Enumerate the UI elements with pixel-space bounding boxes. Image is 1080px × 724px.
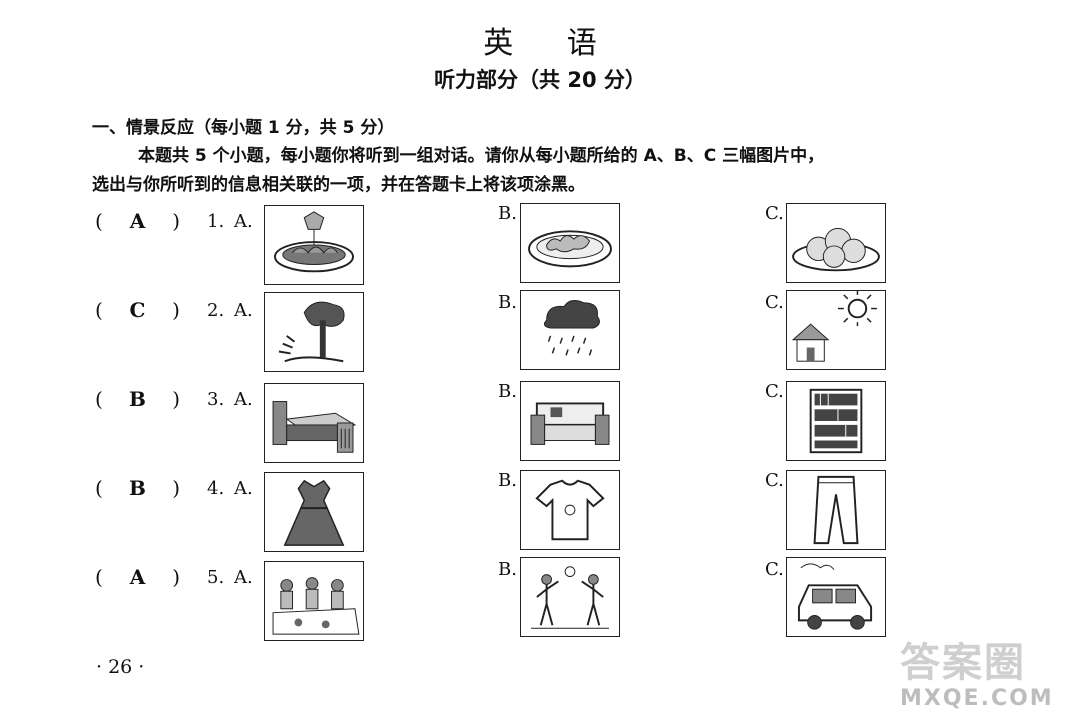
question-number: 5. bbox=[207, 567, 225, 588]
playing-ball-icon[interactable] bbox=[520, 557, 620, 637]
question-number: 3. bbox=[207, 389, 225, 410]
tshirt-icon[interactable] bbox=[520, 470, 620, 550]
question-row-3: ( B ) 3. A. B. C. bbox=[0, 381, 1080, 471]
answer-letter: A bbox=[129, 565, 146, 589]
answer-slot[interactable]: ( A ) bbox=[95, 209, 180, 233]
option-b-label: B. bbox=[498, 470, 517, 491]
section-heading: 一、情景反应（每小题 1 分，共 5 分） bbox=[92, 118, 395, 138]
option-a-label: A. bbox=[234, 300, 253, 321]
chicken-plate-icon[interactable] bbox=[520, 203, 620, 283]
option-c-label: C. bbox=[765, 559, 784, 580]
question-row-5: ( A ) 5. A. B. C. bbox=[0, 557, 1080, 649]
question-row-4: ( B ) 4. A. B. C. bbox=[0, 470, 1080, 560]
buns-plate-icon[interactable] bbox=[786, 203, 886, 283]
option-a-label: A. bbox=[234, 478, 253, 499]
question-row-1: ( A ) 1. A. B. C. bbox=[0, 203, 1080, 293]
answer-slot[interactable]: ( A ) bbox=[95, 565, 180, 589]
page-number: · 26 · bbox=[96, 656, 145, 678]
answer-letter: A bbox=[129, 209, 146, 233]
sofa-icon[interactable] bbox=[520, 381, 620, 461]
bed-icon[interactable] bbox=[264, 383, 364, 463]
rain-cloud-icon[interactable] bbox=[520, 290, 620, 370]
sunny-house-icon[interactable] bbox=[786, 290, 886, 370]
page-subtitle: 听力部分（共 20 分） bbox=[434, 68, 646, 92]
option-a-label: A. bbox=[234, 567, 253, 588]
trousers-icon[interactable] bbox=[786, 470, 886, 550]
answer-letter: B bbox=[129, 476, 146, 500]
answer-letter: C bbox=[129, 298, 146, 322]
watermark-text-bottom: MXQE.COM bbox=[900, 686, 1054, 711]
question-number: 4. bbox=[207, 478, 225, 499]
option-c-label: C. bbox=[765, 470, 784, 491]
watermark: 答案圈 MXQE.COM bbox=[900, 630, 1070, 720]
car-trip-icon[interactable] bbox=[786, 557, 886, 637]
answer-slot[interactable]: ( C ) bbox=[95, 298, 180, 322]
picnic-icon[interactable] bbox=[264, 561, 364, 641]
dress-icon[interactable] bbox=[264, 472, 364, 552]
option-c-label: C. bbox=[765, 292, 784, 313]
option-b-label: B. bbox=[498, 559, 517, 580]
option-c-label: C. bbox=[765, 381, 784, 402]
windy-tree-icon[interactable] bbox=[264, 292, 364, 372]
option-a-label: A. bbox=[234, 389, 253, 410]
page-title: 英 语 bbox=[483, 26, 619, 61]
answer-slot[interactable]: ( B ) bbox=[95, 476, 180, 500]
question-row-2: ( C ) 2. A. B. C. bbox=[0, 290, 1080, 382]
bookcase-icon[interactable] bbox=[786, 381, 886, 461]
watermark-text-top: 答案圈 bbox=[900, 640, 1026, 686]
instruction-line-1: 本题共 5 个小题，每小题你将听到一组对话。请你从每小题所给的 A、B、C 三幅… bbox=[138, 146, 825, 166]
instruction-line-2: 选出与你所听到的信息相关联的一项，并在答题卡上将该项涂黑。 bbox=[92, 175, 585, 195]
dumplings-plate-icon[interactable] bbox=[264, 205, 364, 285]
option-c-label: C. bbox=[765, 203, 784, 224]
question-number: 1. bbox=[207, 211, 225, 232]
question-number: 2. bbox=[207, 300, 225, 321]
option-b-label: B. bbox=[498, 381, 517, 402]
answer-slot[interactable]: ( B ) bbox=[95, 387, 180, 411]
option-b-label: B. bbox=[498, 203, 517, 224]
answer-letter: B bbox=[129, 387, 146, 411]
option-b-label: B. bbox=[498, 292, 517, 313]
option-a-label: A. bbox=[234, 211, 253, 232]
